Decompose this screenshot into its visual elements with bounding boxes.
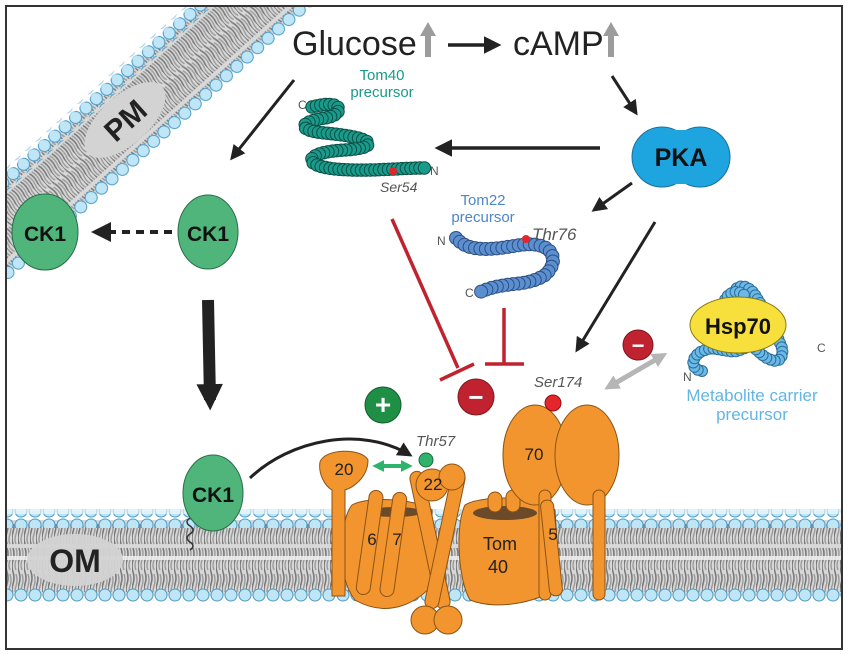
tom22: [409, 463, 466, 635]
tom70-hsp70-double-arrow: [604, 352, 668, 390]
camp-up-arrow-icon: [603, 22, 619, 57]
tom20: [319, 450, 369, 597]
pka-to-tom70-arrow: [575, 221, 657, 353]
tom6-label: 6: [367, 530, 376, 549]
minus-badge-hsp70: −: [622, 329, 654, 361]
camp-to-pka-arrow: [610, 75, 638, 116]
tom22-precursor: Tom22 precursor N C Thr76: [437, 192, 577, 300]
glucose-to-ck1-arrow: [230, 79, 296, 161]
tom40-precursor-label-line1: Tom40: [359, 67, 404, 84]
tom40-bead-chain: [298, 97, 432, 177]
hsp70-label: Hsp70: [705, 314, 771, 339]
ser54-phospho-site: [389, 167, 397, 175]
ck1-om-label: CK1: [192, 484, 234, 507]
ser174-phospho-site: [544, 394, 562, 412]
tom-subunit-labels: 20 22 6 7 Tom 40 70 5: [335, 445, 558, 577]
ck1-om-node: CK1: [182, 454, 244, 551]
tom22-inhibition-line: [485, 308, 524, 366]
hsp70-node: [689, 296, 787, 354]
tom5: [540, 499, 563, 597]
thr57-phospho-site: [418, 452, 434, 468]
tom40-n-terminus: N: [430, 164, 439, 178]
tom6: [355, 489, 384, 596]
carrier-c-terminus: C: [817, 341, 826, 355]
svg-text:−: −: [468, 382, 483, 412]
tom40-c-terminus: C: [298, 98, 307, 112]
ck1-to-thr57-arrow: [248, 437, 413, 480]
tom40-label-line1: Tom: [483, 534, 517, 554]
ck1-pm-node: CK1: [11, 193, 79, 271]
plus-badge-ck1: +: [364, 386, 402, 424]
tom40-precursor-label-line2: precursor: [350, 84, 413, 101]
minus-badge-import: −: [457, 378, 495, 416]
glucose-up-arrow-icon: [420, 22, 436, 57]
ck1-cytosol-label: CK1: [187, 223, 229, 246]
ser54-label: Ser54: [380, 179, 418, 195]
svg-text:+: +: [375, 389, 391, 420]
thr57-label: Thr57: [416, 433, 456, 450]
metabolite-carrier-precursor: Hsp70 N C Metabolite carrier precursor: [683, 280, 826, 424]
tom7-label: 7: [392, 530, 401, 549]
tom22-n-terminus: N: [437, 234, 446, 248]
glucose-label: Glucose: [292, 25, 417, 63]
tom22-precursor-label-line1: Tom22: [460, 192, 505, 209]
tom40-inhibition-line: [390, 218, 475, 382]
thr76-phospho-site: [522, 235, 530, 243]
tom20-label: 20: [335, 460, 354, 479]
ck1-to-om-big-arrow: [196, 299, 223, 411]
amino-acid-bead: [474, 284, 489, 299]
ck1-cytosol-node: CK1: [177, 194, 239, 270]
pka-label: PKA: [655, 144, 708, 172]
tom7: [379, 491, 408, 598]
camp-label: cAMP: [513, 25, 604, 63]
tom22-precursor-label-line2: precursor: [451, 209, 514, 226]
carrier-n-terminus: N: [683, 370, 692, 384]
tom22-bead-chain: [449, 231, 560, 299]
carrier-label-line1: Metabolite carrier: [686, 386, 818, 405]
tom-complex: [319, 404, 620, 635]
thr76-label: Thr76: [532, 225, 577, 244]
pka-node: PKA: [631, 126, 731, 188]
carrier-label-line2: precursor: [716, 405, 788, 424]
tom70-label: 70: [525, 445, 544, 464]
ck1-pm-label: CK1: [24, 223, 66, 246]
tom22-c-terminus: C: [465, 286, 474, 300]
pka-to-tom22-arrow: [591, 181, 633, 212]
tom22-label: 22: [424, 475, 443, 494]
om-label: OM: [49, 543, 101, 579]
tom40-precursor: Tom40 precursor C N Ser54: [298, 67, 439, 195]
svg-text:−: −: [632, 333, 645, 358]
tom5-label: 5: [548, 525, 557, 544]
ser174-label: Ser174: [534, 374, 582, 391]
amino-acid-bead: [417, 161, 432, 175]
tom40-label-line2: 40: [488, 557, 508, 577]
